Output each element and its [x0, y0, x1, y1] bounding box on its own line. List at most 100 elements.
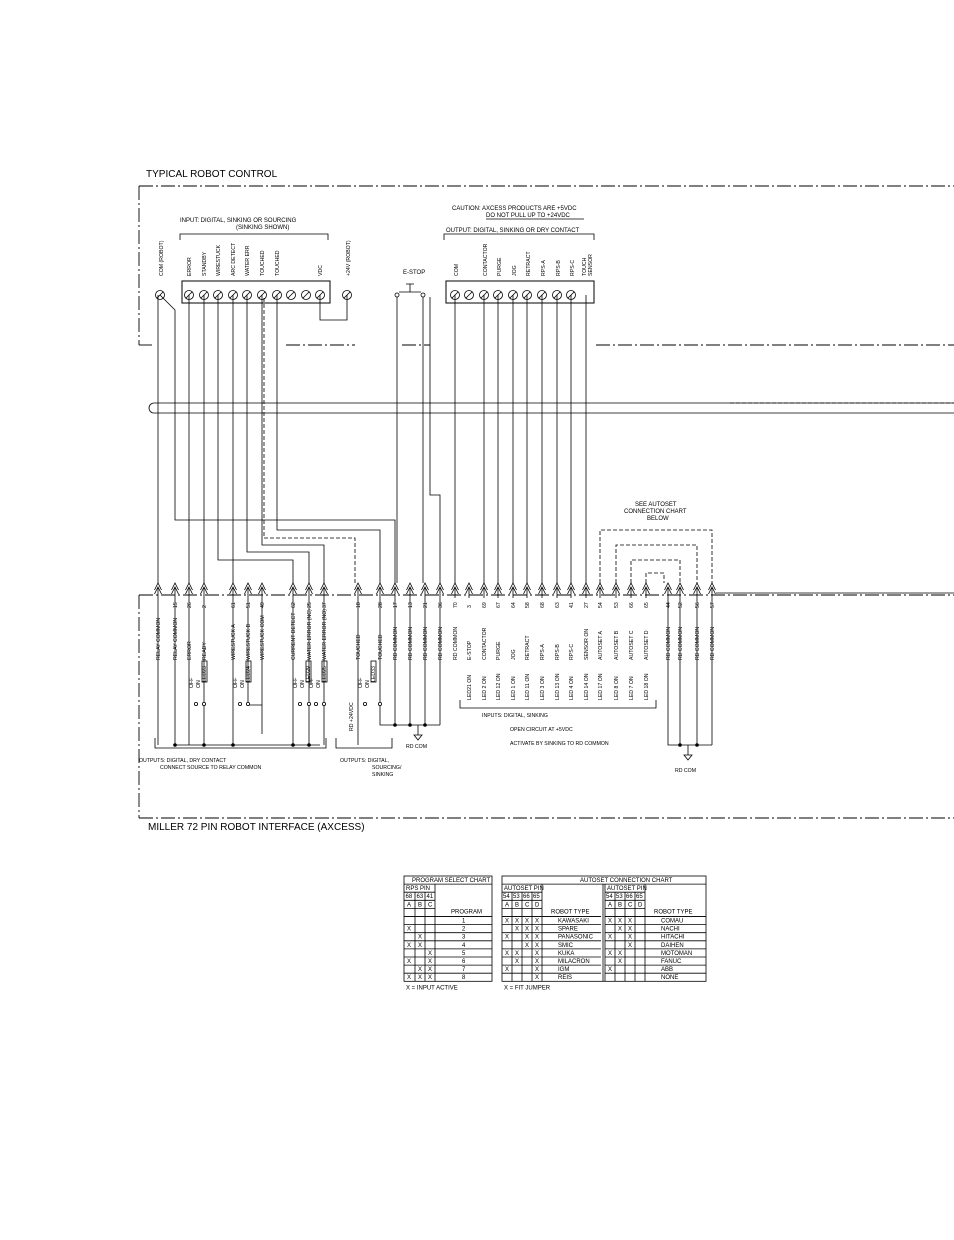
wiring-lines	[157, 294, 954, 594]
prog-pin: 68	[406, 894, 413, 900]
prog-cell: X	[407, 927, 411, 933]
auto-robot-type: FANUC	[661, 959, 682, 965]
auto-pin: 53	[513, 894, 520, 900]
pin-number: 49	[260, 602, 266, 608]
auto-robot-type: DAIHEN	[661, 943, 684, 949]
pin-number: 44	[666, 602, 672, 608]
pin-label: AUTOSET C	[629, 630, 635, 660]
relay-on: ON	[316, 680, 322, 688]
auto-col-robot: ROBOT TYPE	[654, 909, 692, 915]
auto-cell: X	[628, 919, 632, 925]
led-label: LED 7 ON	[629, 676, 635, 700]
auto-robot-type: SPARE	[558, 927, 578, 933]
auto-robot-type: KUKA	[558, 951, 574, 957]
auto-cell: X	[525, 943, 529, 949]
pin-label: RPS-A	[540, 644, 546, 660]
rd-com-left: RD COM	[406, 744, 427, 750]
auto-cell: X	[505, 967, 509, 973]
label-plus24-robot: +24V (ROBOT)	[346, 240, 352, 276]
estop-label: E-STOP	[403, 270, 425, 276]
pin-number: 25	[307, 602, 313, 608]
auto-pin: 66	[523, 894, 530, 900]
prog-cell: X	[418, 967, 422, 973]
outputs-src-2: SOURCING/	[372, 765, 402, 771]
pin-label: RD COMMON	[438, 627, 444, 660]
label-output-terminal: COM	[454, 264, 460, 276]
label-input-terminal: ERROR	[187, 257, 193, 276]
label-input-terminal: TOUCHED	[275, 250, 281, 276]
prog-cell: X	[407, 975, 411, 981]
prog-cell: X	[418, 935, 422, 941]
pin-number: 57	[710, 602, 716, 608]
led-label: LED 1 ON	[511, 676, 517, 700]
relay-off: OFF	[233, 678, 239, 688]
auto-cell: X	[535, 951, 539, 957]
autoset-note-3: BELOW	[647, 516, 669, 522]
relay-led: LED24	[246, 666, 252, 682]
pin-number: 18	[356, 602, 362, 608]
pin-label: RD COMMON	[453, 627, 459, 660]
auto-robot-type: HITACHI	[661, 935, 685, 941]
top-title: TYPICAL ROBOT CONTROL	[146, 169, 278, 180]
auto-cell: X	[628, 935, 632, 941]
auto-letter: C	[628, 902, 633, 908]
pin-label: RD COMMON	[393, 627, 399, 660]
cable-band	[148, 402, 954, 414]
prog-cell: X	[407, 943, 411, 949]
inputs-1: INPUTS: DIGITAL, SINKING	[482, 713, 548, 719]
pin-label: RD COMMON	[423, 627, 429, 660]
label-com-robot: COM (ROBOT)	[159, 240, 165, 276]
pin-label: RETRACT	[525, 635, 531, 660]
autoset-note-2: CONNECTION CHART	[624, 509, 687, 515]
pin-label: RELAY COMMON	[156, 618, 162, 660]
prog-pin: 41	[427, 894, 434, 900]
auto-cell: X	[515, 919, 519, 925]
prog-program: 7	[462, 967, 466, 973]
caution-line-2: DO NOT PULL UP TO +24VDC	[486, 213, 571, 219]
input-header: INPUT: DIGITAL, SINKING OR SOURCING	[180, 218, 297, 224]
pin-number: 2	[202, 605, 208, 608]
relay-led: LED23	[202, 666, 208, 682]
led-label: LED 2 ON	[482, 676, 488, 700]
pin-label: TOUCHED	[356, 634, 362, 660]
pin-number: 68	[540, 602, 546, 608]
auto-cell: X	[515, 951, 519, 957]
prog-cell: X	[418, 943, 422, 949]
outputs-src-3: SINKING	[372, 772, 393, 778]
prog-letter: A	[407, 902, 411, 908]
auto-robot-type: MILACRON	[558, 959, 590, 965]
outputs-dry-2: CONNECT SOURCE TO RELAY COMMON	[160, 765, 262, 771]
pin-label: WIRESTUCK A	[231, 624, 237, 660]
relay-on: ON	[240, 680, 246, 688]
label-input-terminal: WATER ERR	[245, 245, 251, 276]
prog-program: 1	[462, 919, 466, 925]
auto-letter: A	[505, 902, 509, 908]
prog-legend: X = INPUT ACTIVE	[406, 985, 458, 991]
led-label: LED 8 ON	[614, 676, 620, 700]
pin-label: SENSOR ON	[584, 629, 590, 660]
auto-cell: X	[618, 959, 622, 965]
auto-pin: 54	[606, 894, 613, 900]
auto-letter: B	[515, 902, 519, 908]
auto-chart-title: AUTOSET CONNECTION CHART	[580, 878, 673, 884]
pin-number: 62	[291, 602, 297, 608]
pin-number: 13	[408, 602, 414, 608]
pin-number: 64	[511, 602, 517, 608]
pin-number: 69	[482, 602, 488, 608]
pin-label: READY	[202, 642, 208, 660]
label-output-terminal: PURGE	[497, 257, 503, 276]
robot-control-border	[138, 185, 954, 346]
led-label: LED 14 ON	[584, 673, 590, 700]
auto-cell: X	[535, 959, 539, 965]
relay-led: LED29	[306, 666, 312, 682]
auto-robot-type: IGM	[558, 967, 569, 973]
pin-label: RPS-B	[555, 644, 561, 660]
pin-label: TOUCHED	[378, 634, 384, 660]
label-output-terminal: SENSOR	[588, 254, 594, 276]
inputs-2: OPEN CIRCUIT AT +5VDC	[510, 727, 573, 733]
pin-number: 61	[231, 602, 237, 608]
pin-number: 65	[644, 602, 650, 608]
pin-label: AUTOSET B	[614, 630, 620, 660]
pin-number: 41	[569, 602, 575, 608]
